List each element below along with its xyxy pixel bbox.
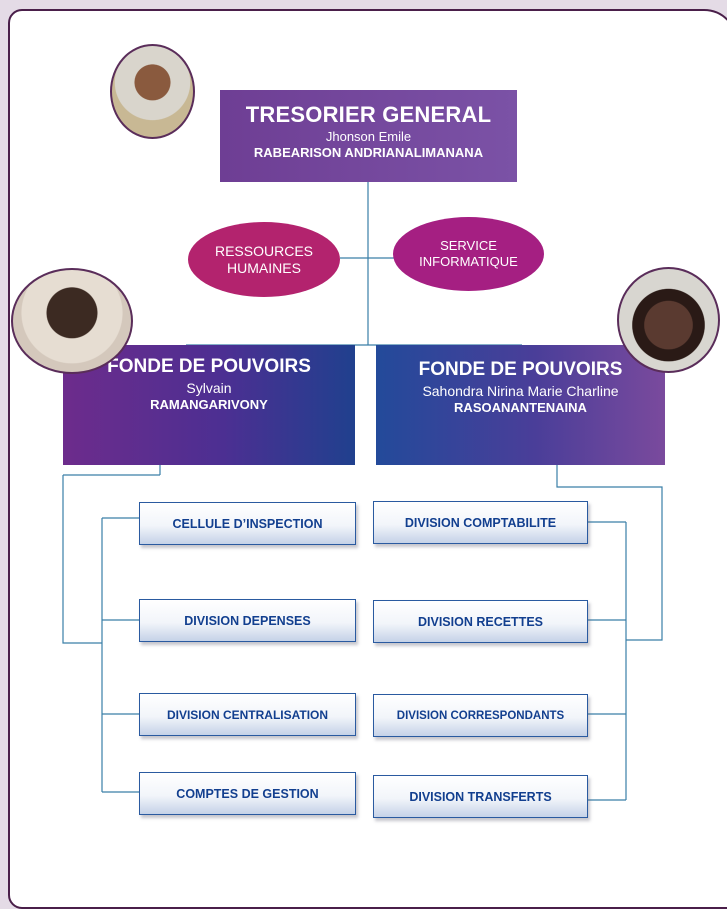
division-comptabilite: DIVISION COMPTABILITE — [373, 501, 588, 544]
si-label-line2: INFORMATIQUE — [419, 254, 518, 269]
division-transferts: DIVISION TRANSFERTS — [373, 775, 588, 818]
fonde-left-last-name: RAMANGARIVONY — [150, 397, 268, 412]
fonde-left-title: FONDE DE POUVOIRS — [107, 356, 311, 377]
division-correspondants: DIVISION CORRESPONDANTS — [373, 694, 588, 737]
fonde-pouvoirs-right-box: FONDE DE POUVOIRS Sahondra Nirina Marie … — [376, 345, 665, 465]
fonde-right-first-name: Sahondra Nirina Marie Charline — [422, 383, 619, 399]
left-fonde-link — [62, 475, 102, 644]
division-cellule-inspection: CELLULE D’INSPECTION — [139, 502, 356, 545]
division-recettes: DIVISION RECETTES — [373, 600, 588, 643]
division-comptes-gestion: COMPTES DE GESTION — [139, 772, 356, 815]
si-label-line1: SERVICE — [440, 238, 497, 254]
tresorier-general-box: TRESORIER GENERAL Jhonson Emile RABEARIS… — [220, 90, 517, 182]
tresorier-last-name: RABEARISON ANDRIANALIMANANA — [253, 145, 484, 160]
tresorier-first-name: Jhonson Emile — [325, 129, 412, 144]
fonde-right-last-name: RASOANANTENAINA — [454, 400, 587, 415]
fonde-left-photo — [11, 268, 133, 374]
fonde-right-title: FONDE DE POUVOIRS — [418, 359, 623, 380]
fonde-left-first-name: Sylvain — [186, 380, 232, 396]
tresorier-title: TRESORIER GENERAL — [245, 102, 492, 127]
right-fonde-link — [556, 465, 663, 641]
rh-label-line1: RESSOURCES — [214, 242, 314, 259]
division-centralisation: DIVISION CENTRALISATION — [139, 693, 356, 736]
service-informatique-node: SERVICE INFORMATIQUE — [393, 217, 544, 291]
fonde-right-photo — [617, 267, 720, 373]
rh-label-line2: HUMAINES — [227, 259, 301, 276]
ressources-humaines-node: RESSOURCES HUMAINES — [188, 222, 340, 297]
division-depenses: DIVISION DEPENSES — [139, 599, 356, 642]
tresorier-photo — [110, 44, 195, 139]
fonde-pouvoirs-left-box: FONDE DE POUVOIRS Sylvain RAMANGARIVONY — [63, 345, 355, 465]
